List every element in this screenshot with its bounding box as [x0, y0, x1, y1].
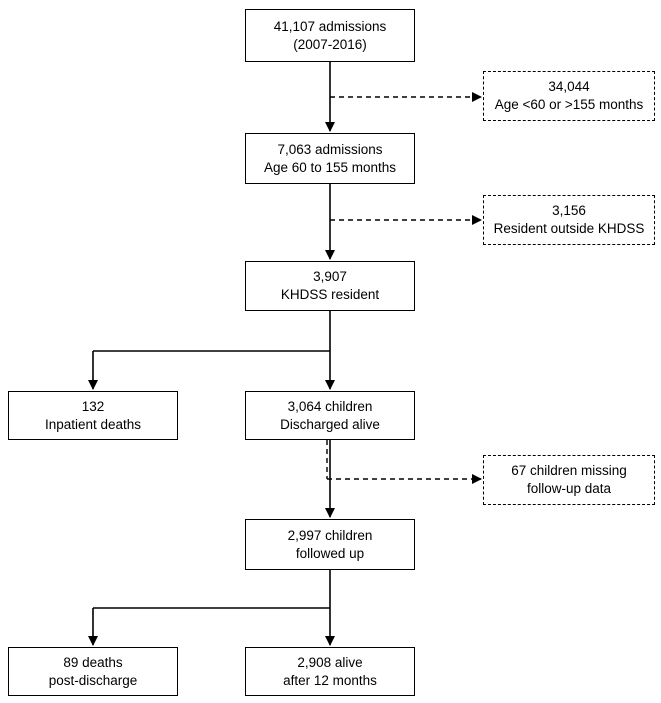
node-discharged-alive-line2: Discharged alive	[280, 416, 380, 432]
node-discharged-alive: 3,064 children Discharged alive	[245, 391, 415, 440]
node-admissions-age: 7,063 admissions Age 60 to 155 months	[245, 133, 415, 184]
node-excluded-residence: 3,156 Resident outside KHDSS	[483, 195, 655, 245]
node-inpatient-deaths-line1: 132	[81, 398, 105, 414]
node-deaths-post-discharge: 89 deaths post-discharge	[8, 647, 178, 696]
node-khdss-resident-line2: KHDSS resident	[280, 287, 380, 302]
node-deaths-post-discharge-line1: 89 deaths	[63, 654, 123, 670]
node-alive-12-months-line2: after 12 months	[283, 672, 377, 688]
node-excluded-residence-line2: Resident outside KHDSS	[493, 221, 645, 236]
node-inpatient-deaths-line2: Inpatient deaths	[44, 416, 142, 432]
node-admissions-total: 41,107 admissions (2007-2016)	[245, 9, 415, 62]
node-excluded-age-line2: Age <60 or >155 months	[494, 97, 644, 112]
node-admissions-total-line1: 41,107 admissions	[273, 18, 387, 34]
node-inpatient-deaths: 132 Inpatient deaths	[8, 391, 178, 440]
node-admissions-age-line2: Age 60 to 155 months	[263, 159, 397, 175]
node-khdss-resident: 3,907 KHDSS resident	[245, 261, 415, 311]
node-khdss-resident-line1: 3,907	[313, 269, 347, 284]
node-excluded-age-line1: 34,044	[548, 79, 590, 94]
node-followed-up-line1: 2,997 children	[287, 527, 373, 543]
node-alive-12-months: 2,908 alive after 12 months	[245, 647, 415, 696]
node-discharged-alive-line1: 3,064 children	[287, 398, 373, 414]
node-followed-up: 2,997 children followed up	[245, 519, 415, 570]
node-missing-followup-line2: follow-up data	[526, 481, 612, 496]
node-excluded-residence-line1: 3,156	[552, 203, 586, 218]
node-admissions-total-line2: (2007-2016)	[293, 36, 367, 52]
node-excluded-age: 34,044 Age <60 or >155 months	[483, 71, 655, 121]
node-alive-12-months-line1: 2,908 alive	[297, 654, 363, 670]
node-admissions-age-line1: 7,063 admissions	[277, 141, 383, 157]
node-followed-up-line2: followed up	[295, 545, 365, 561]
node-missing-followup: 67 children missing follow-up data	[483, 455, 655, 505]
node-deaths-post-discharge-line2: post-discharge	[48, 672, 138, 688]
node-missing-followup-line1: 67 children missing	[511, 463, 627, 478]
